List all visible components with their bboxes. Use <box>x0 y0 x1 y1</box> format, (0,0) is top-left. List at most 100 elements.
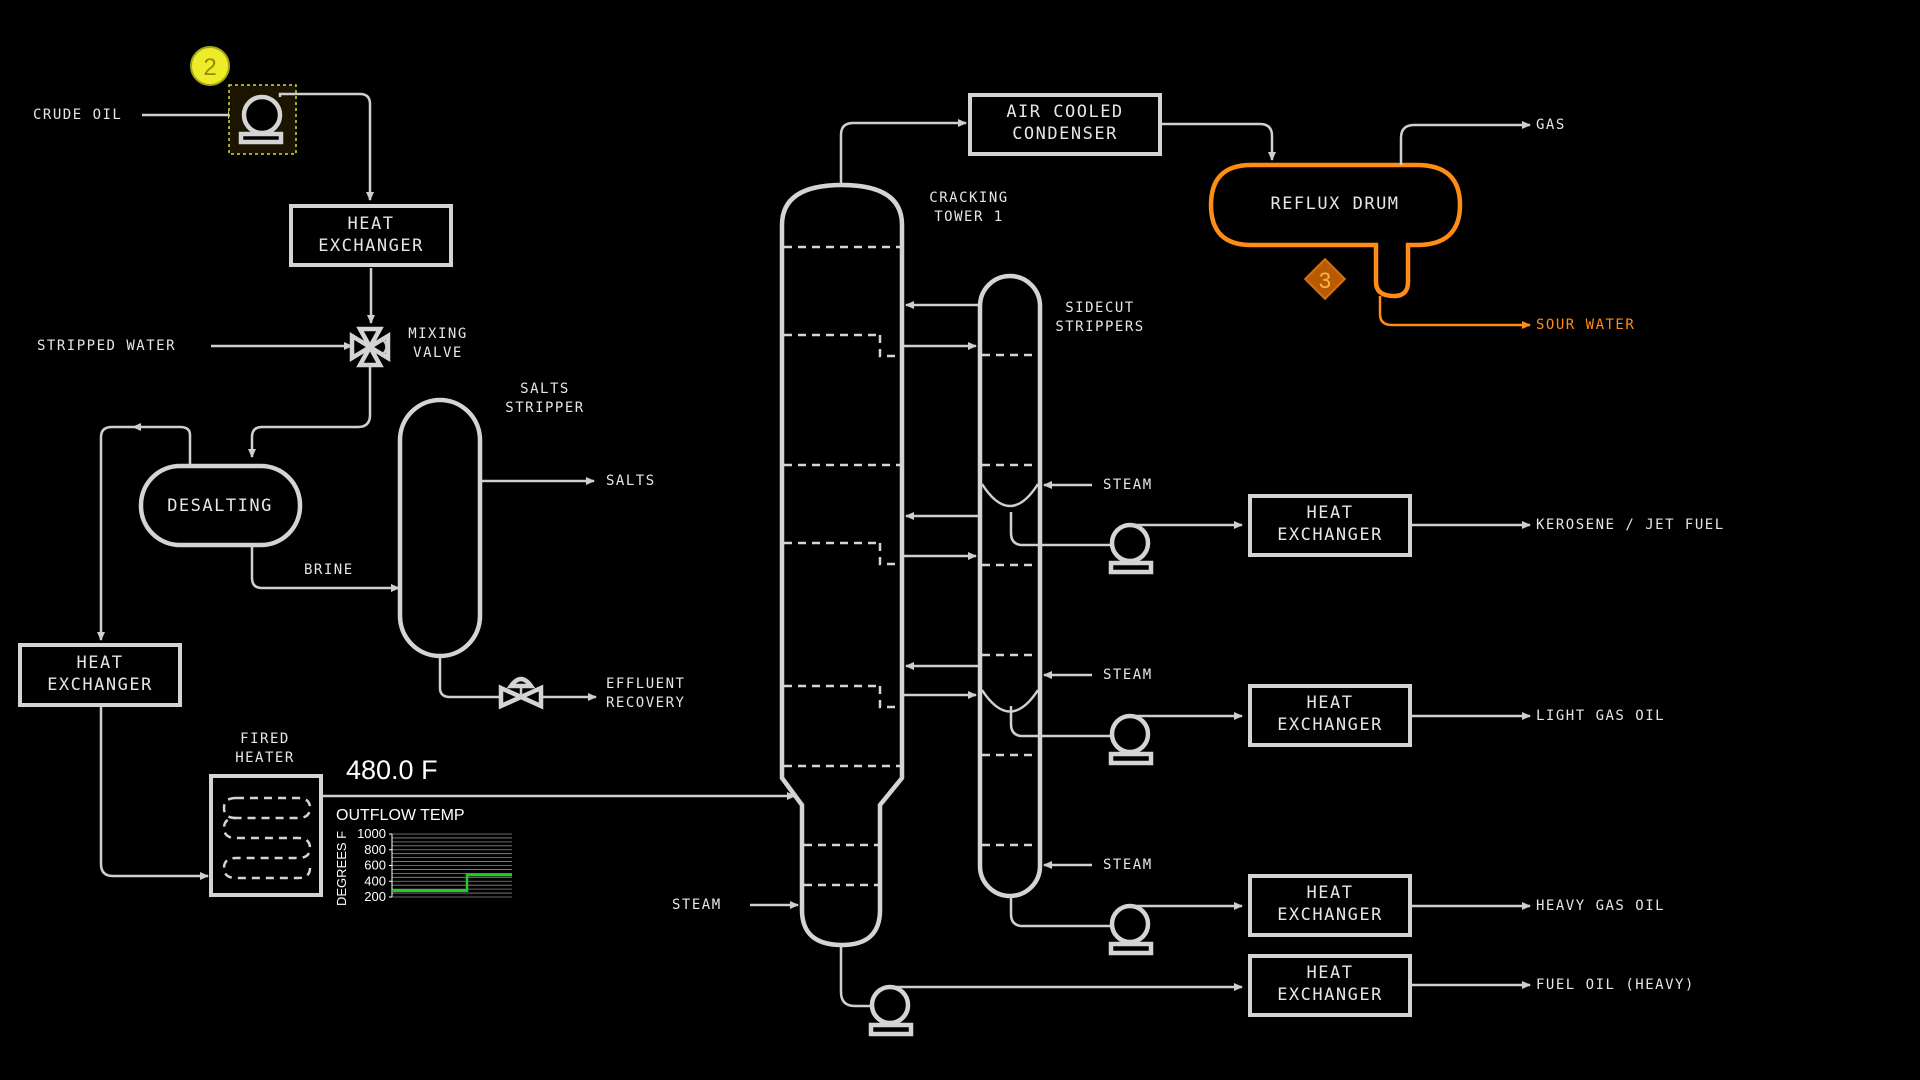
crude-feed-pump[interactable] <box>228 84 297 155</box>
tower-overhead-line <box>839 119 967 185</box>
desalting-to-exchanger-2-line <box>97 425 133 641</box>
brine-line <box>250 546 400 592</box>
fired-heater-box <box>209 774 323 897</box>
cracking-tower-label-2: TOWER 1 <box>934 209 1004 225</box>
heat-exchanger-fuel-oil[interactable]: HEAT EXCHANGER <box>1248 954 1412 1017</box>
hx-hgo-label-1: HEAT <box>1307 883 1354 903</box>
kerosene-train <box>1009 512 1243 575</box>
callout-number-2: 2 <box>203 54 216 81</box>
tower-steam-label: STEAM <box>672 897 722 913</box>
mixing-valve-top-icon <box>356 326 384 352</box>
effluent-valve-right-icon <box>515 684 544 710</box>
fired-heater-label-2: HEATER <box>235 750 295 766</box>
fuel-oil-pump[interactable] <box>868 984 914 1037</box>
heat-exchanger-kerosene[interactable]: HEAT EXCHANGER <box>1248 494 1412 557</box>
air-cooled-condenser[interactable]: AIR COOLED CONDENSER <box>968 93 1162 156</box>
exchanger-2-to-heater-line <box>99 706 209 880</box>
heat-exchanger-1[interactable]: HEAT EXCHANGER <box>289 204 453 267</box>
hx-fuel-oil-label-2: EXCHANGER <box>1277 985 1383 1005</box>
light-gas-oil-train <box>1009 706 1243 766</box>
salts-label: SALTS <box>606 473 656 489</box>
cracking-tower-1[interactable] <box>779 182 905 948</box>
sidecut-strippers[interactable] <box>977 273 1043 899</box>
reflux-drum-label: REFLUX DRUM <box>1270 194 1399 214</box>
valve-to-desalting-line <box>248 365 372 458</box>
heat-exchanger-2-box <box>18 643 182 707</box>
reflux-drum[interactable]: REFLUX DRUM <box>1208 162 1463 299</box>
steam-label-3: STEAM <box>1103 857 1153 873</box>
effluent-valve-actuator-icon <box>506 676 536 689</box>
heater-outflow-readout: 480.0 F <box>346 755 438 785</box>
heavy-gas-oil-pump[interactable] <box>1108 903 1154 956</box>
gas-outlet-line <box>1399 121 1531 165</box>
brine-label: BRINE <box>304 562 354 578</box>
trend-series-line <box>392 873 512 892</box>
heavy-gas-oil-train <box>1009 896 1243 956</box>
fuel-oil-label: FUEL OIL (HEAVY) <box>1536 977 1695 993</box>
sour-water-label: SOUR WATER <box>1536 317 1635 333</box>
callout-number-3: 3 <box>1319 268 1331 293</box>
sidecut-label-2: STRIPPERS <box>1055 319 1144 335</box>
salts-stripper-body <box>397 397 483 659</box>
hx-kerosene-label-1: HEAT <box>1307 503 1354 523</box>
heat-exchanger-1-label-2: EXCHANGER <box>318 236 424 256</box>
hx-lgo-label-2: EXCHANGER <box>1277 715 1383 735</box>
hx-kerosene-label-2: EXCHANGER <box>1277 525 1383 545</box>
light-gas-oil-pump[interactable] <box>1108 713 1154 766</box>
hx-fuel-oil-label-1: HEAT <box>1307 963 1354 983</box>
trend-y-tick: 1000 <box>357 826 386 841</box>
condenser-label-1: AIR COOLED <box>1006 102 1123 122</box>
mixing-valve-label-1: MIXING <box>408 326 468 342</box>
trend-y-axis-label: DEGREES F <box>334 831 349 906</box>
heat-exchanger-1-box <box>289 204 453 267</box>
heater-coil-icon <box>222 796 312 880</box>
desalting-overhead-line-a <box>132 423 192 466</box>
desalting-body <box>138 463 303 548</box>
mixing-valve-label-2: VALVE <box>413 345 463 361</box>
heat-exchanger-2[interactable]: HEAT EXCHANGER <box>18 643 182 707</box>
steam-label-2: STEAM <box>1103 667 1153 683</box>
reflux-drum-body <box>1208 162 1463 299</box>
fired-heater[interactable] <box>209 774 323 897</box>
crude-oil-label: CRUDE OIL <box>33 107 122 123</box>
callout-marker-2[interactable]: 2 <box>190 46 230 86</box>
hx-lgo-label-1: HEAT <box>1307 693 1354 713</box>
salts-stripper[interactable] <box>397 397 483 659</box>
kerosene-label: KEROSENE / JET FUEL <box>1536 517 1725 533</box>
heat-exchanger-2-label-2: EXCHANGER <box>47 675 153 695</box>
sidecut-label-1: SIDECUT <box>1065 300 1135 316</box>
desalting-vessel[interactable]: DESALTING <box>138 463 303 548</box>
effluent-label-2: RECOVERY <box>606 695 685 711</box>
mixing-valve-left-icon <box>349 331 375 363</box>
tower-trays <box>784 245 900 887</box>
kerosene-pump[interactable] <box>1108 522 1154 575</box>
desalting-label: DESALTING <box>167 496 273 516</box>
sidecut-internals <box>980 353 1040 847</box>
mixing-valve[interactable] <box>349 326 391 368</box>
heat-exchanger-1-label-1: HEAT <box>348 214 395 234</box>
callout-marker-3[interactable]: 3 <box>1303 257 1347 301</box>
heat-exchanger-heavy-gas-oil[interactable]: HEAT EXCHANGER <box>1248 874 1412 937</box>
pump-base-icon <box>238 131 284 145</box>
trend-y-tick: 600 <box>364 858 386 873</box>
stripper-to-effluent-valve-line <box>438 656 500 699</box>
effluent-control-valve[interactable] <box>498 676 544 710</box>
steam-label-1: STEAM <box>1103 477 1153 493</box>
heat-exchanger-2-label-1: HEAT <box>77 653 124 673</box>
heat-exchanger-light-gas-oil[interactable]: HEAT EXCHANGER <box>1248 684 1412 747</box>
trend-y-tick: 400 <box>364 873 386 888</box>
stripped-water-label: STRIPPED WATER <box>37 338 176 354</box>
condenser-box <box>968 93 1162 156</box>
salts-stripper-label-2: STRIPPER <box>505 400 584 416</box>
gas-label: GAS <box>1536 117 1566 133</box>
fired-heater-label-1: FIRED <box>240 731 290 747</box>
hx-hgo-label-2: EXCHANGER <box>1277 905 1383 925</box>
salts-stripper-label-1: SALTS <box>520 381 570 397</box>
fuel-oil-train <box>839 945 1243 1037</box>
mixing-valve-actuator-icon <box>380 337 388 357</box>
light-gas-oil-label: LIGHT GAS OIL <box>1536 708 1665 724</box>
cracking-tower-label-1: CRACKING <box>929 190 1008 206</box>
pump-icon <box>241 94 283 136</box>
